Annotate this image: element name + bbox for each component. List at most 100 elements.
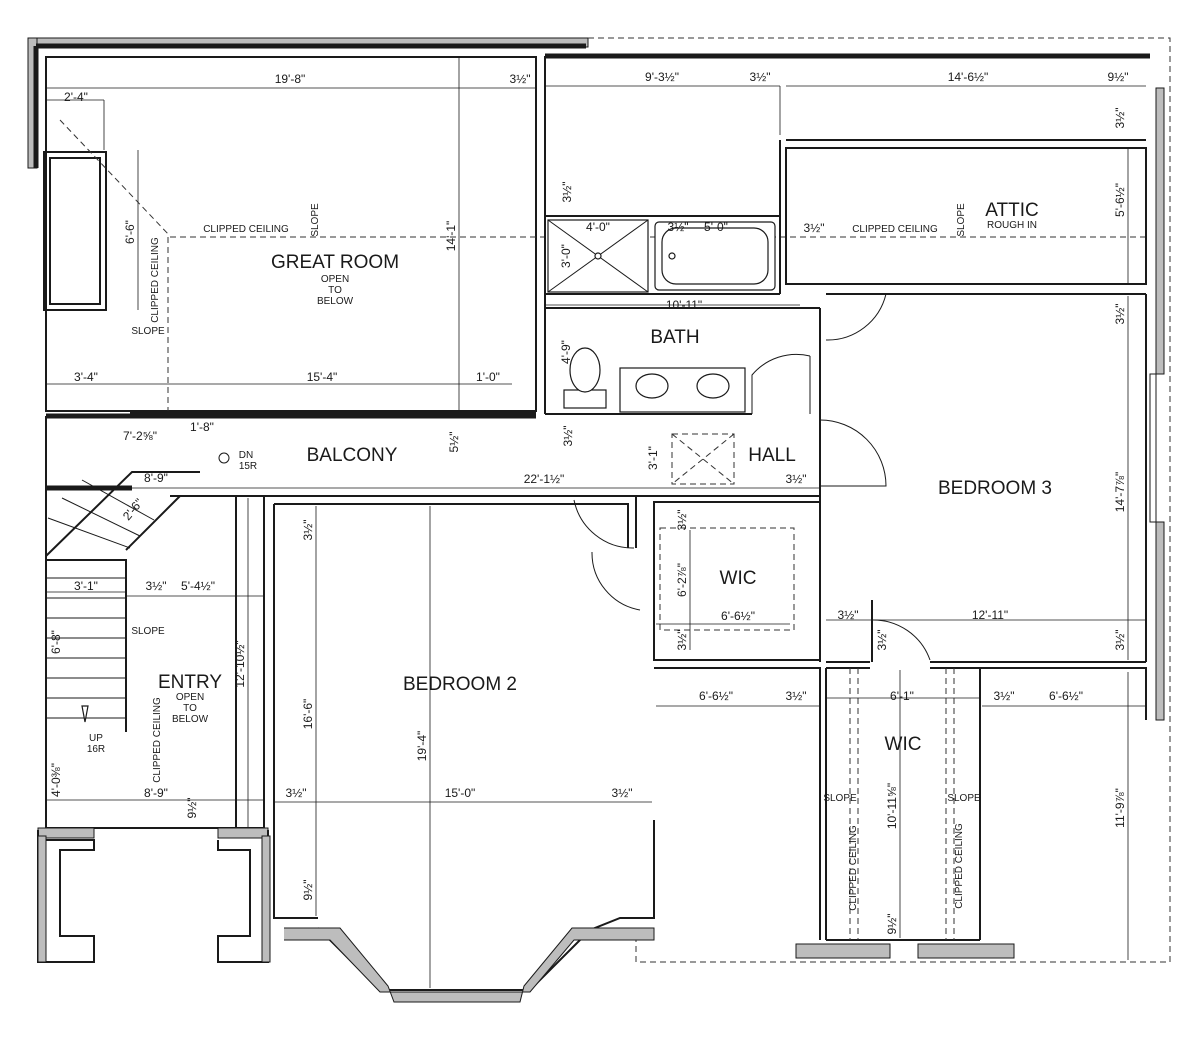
dim-gr-wall: 3½" (510, 72, 531, 86)
stair-down-risers: 15R (239, 461, 257, 472)
dim-gr-bottom-left: 3'-4" (74, 370, 98, 384)
balcony-hall (45, 293, 887, 828)
slope-attic: SLOPE (956, 203, 967, 237)
dim-bed2-bot-wall-l: 3½" (286, 786, 307, 800)
dim-entry-bottom-wall: 9½" (185, 798, 199, 819)
dim-toilet-h: 4'-9" (559, 340, 573, 364)
dim-wic1-w: 6'-6½" (721, 609, 755, 623)
dim-gr-bottom-mid: 15'-4" (307, 370, 338, 384)
bedroom-3 (826, 293, 1157, 663)
clipped-ceiling-wic-left: CLIPPED CEILING (848, 825, 859, 911)
dim-wic2-left-wall: 3½" (786, 689, 807, 703)
dim-gr-width: 19'-8" (275, 72, 306, 86)
great-room (43, 56, 1150, 419)
exterior-walls (27, 37, 1171, 963)
dim-balc-left: 8'-9" (144, 471, 168, 485)
bath-label: BATH (650, 327, 699, 348)
room-labels: GREAT ROOM OPEN TO BELOW ATTIC ROUGH IN … (158, 200, 1052, 755)
dim-entry-wall: 3½" (146, 579, 167, 593)
dim-tub-wall: 3½" (668, 220, 689, 234)
great-room-note-3: BELOW (317, 296, 354, 307)
bath (544, 53, 1150, 420)
dim-attic-wall-left: 3½" (804, 221, 825, 235)
slope-wic-right: SLOPE (947, 793, 981, 804)
dim-attic-width: 14'-6½" (948, 70, 989, 84)
annotations: CLIPPED CEILING CLIPPED CEILING CLIPPED … (87, 203, 981, 911)
stair-down-label: DN (239, 450, 253, 461)
dim-bath-w: 10'-11" (666, 298, 702, 312)
dim-entry-w: 5'-4½" (181, 579, 215, 593)
dim-bed2-w: 15'-0" (445, 786, 476, 800)
attic-label: ATTIC (985, 200, 1038, 221)
wic-1 (653, 501, 821, 661)
stair-up-risers: 16R (87, 744, 105, 755)
dim-bath-wall-left: 3½" (560, 182, 574, 203)
wic-2-label: WIC (885, 734, 922, 755)
dim-right-h: 11'-9⅞" (1113, 788, 1127, 828)
clipped-ceiling-great-room: CLIPPED CEILING (203, 224, 289, 235)
dim-bed3-wall-top: 3½" (1113, 304, 1127, 325)
dim-wic2-left-w: 6'-6½" (699, 689, 733, 703)
dim-wic1-wall-bot: 3½" (675, 630, 689, 651)
great-room-label: GREAT ROOM (271, 252, 399, 273)
dim-stair-top: 1'-8" (190, 420, 214, 434)
entry-note-1: OPEN (176, 692, 204, 703)
clipped-ceiling-wic-right: CLIPPED CEILING (954, 823, 965, 909)
clipped-ceiling-entry: CLIPPED CEILING (152, 697, 163, 783)
dim-bay-wall: 9½" (301, 880, 315, 901)
dim-entry-bottom-w: 8'-9" (144, 786, 168, 800)
dim-hall-wall: 3½" (786, 472, 807, 486)
dim-entry-bottom: 4'-0⅜" (49, 763, 63, 797)
dim-wic2-w: 6'-1" (890, 689, 914, 703)
attic (785, 85, 1147, 285)
dim-entry-h: 12'-10½" (233, 640, 247, 687)
entry-label: ENTRY (158, 672, 222, 693)
entry-note-2: TO (183, 703, 197, 714)
dim-hall-h: 3'-1" (646, 446, 660, 470)
attic-note: ROUGH IN (987, 220, 1037, 231)
dim-bed2-total-h: 19'-4" (415, 731, 429, 762)
bedroom-3-label: BEDROOM 3 (938, 478, 1052, 499)
dimension-labels: 19'-8" 3½" 2'-4" 6'-6" 14'-1" 3'-4" 15'-… (49, 70, 1128, 934)
slope-entry: SLOPE (131, 626, 165, 637)
dim-shower-h: 3'-0" (559, 244, 573, 268)
balcony-label: BALCONY (307, 445, 398, 466)
dim-gr-bottom-right: 1'-0" (476, 370, 500, 384)
dim-bed3-wall-b: 3½" (1113, 630, 1127, 651)
dim-stair-diag: 2'-6" (120, 496, 146, 523)
dim-wic2-right-wall: 3½" (994, 689, 1015, 703)
dim-balc-wall: 5½" (447, 432, 461, 453)
dim-wic2-right-w: 6'-6½" (1049, 689, 1083, 703)
dim-stair-h: 6'-8" (49, 630, 63, 654)
dim-wic2-h: 10'-11⅝" (885, 783, 899, 829)
slope-wic-left: SLOPE (823, 793, 857, 804)
entry (37, 496, 271, 963)
dim-wic1-wall: 3½" (675, 510, 689, 531)
dim-tub-w: 5'-0" (704, 220, 728, 234)
dim-wic2-wall: 3½" (875, 630, 889, 651)
clipped-ceiling-attic: CLIPPED CEILING (852, 224, 938, 235)
dim-attic-wall-top: 3½" (1113, 108, 1127, 129)
dim-stair-lower-w: 3'-1" (74, 579, 98, 593)
great-room-note-1: OPEN (321, 274, 349, 285)
dim-wic1-h: 6'-2⅞" (675, 563, 689, 597)
dim-bath-top: 9'-3½" (645, 70, 679, 84)
dim-attic-height: 5'-6½" (1113, 183, 1127, 217)
dim-bed2-bot-wall-r: 3½" (612, 786, 633, 800)
dim-wic2-bot-wall: 9½" (885, 914, 899, 935)
dim-gr-window: 6'-6" (123, 220, 137, 244)
dim-attic-right: 9½" (1108, 70, 1129, 84)
bedroom-2 (273, 503, 655, 1003)
dim-stair-w: 7'-2⅝" (123, 429, 157, 443)
dim-balc-w: 22'-1½" (524, 472, 565, 486)
dim-gr-left: 2'-4" (64, 90, 88, 104)
dim-bed3-w: 12'-11" (972, 608, 1008, 622)
stair-up-label: UP (89, 733, 103, 744)
slope-great-room: SLOPE (131, 326, 165, 337)
bedroom-2-label: BEDROOM 2 (403, 674, 517, 695)
entry-note-3: BELOW (172, 714, 209, 725)
dim-bed2-h: 16'-6" (301, 699, 315, 730)
dim-bed3-h: 14'-7⅞" (1113, 472, 1127, 513)
dim-shower-w: 4'-0" (586, 220, 610, 234)
